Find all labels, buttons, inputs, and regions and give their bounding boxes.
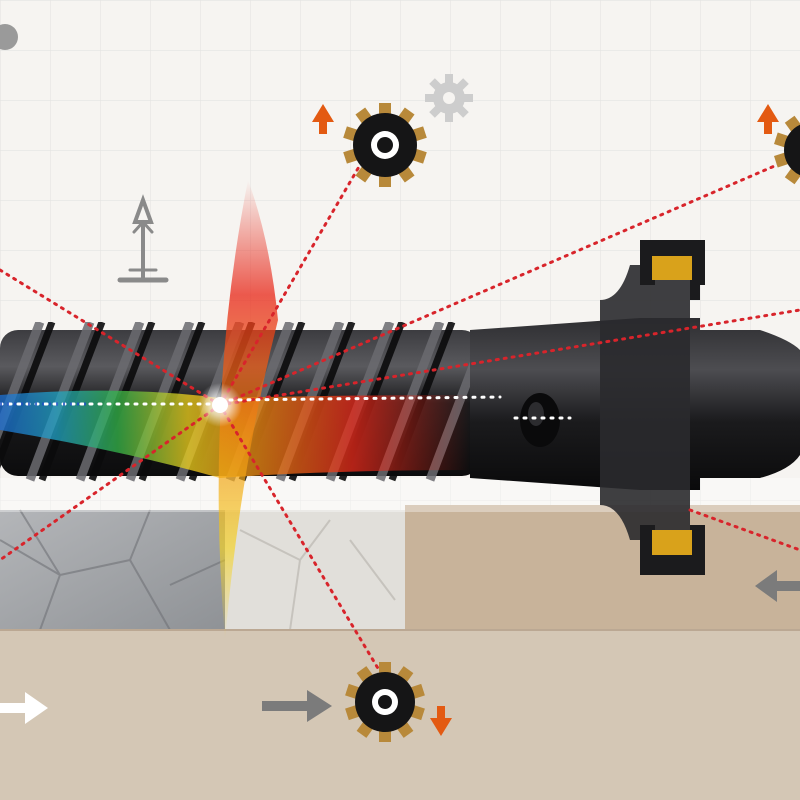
cutter-wheel-icon <box>345 662 425 742</box>
arrow-up-icon <box>312 104 334 134</box>
trajectory-line-bottom-cutter <box>218 403 387 682</box>
arrow-left-icon <box>755 570 800 602</box>
cutter-wheel-icon <box>343 103 427 187</box>
screw-head <box>470 250 800 540</box>
trajectory-line-upper-left <box>0 268 222 407</box>
arrow-right-icon <box>0 692 48 724</box>
sand-layer <box>405 505 800 630</box>
trajectory-line-lower-left <box>0 403 222 562</box>
impact-glow <box>218 180 278 640</box>
record-dot-icon <box>0 24 18 50</box>
orange-arrows <box>312 104 779 736</box>
height-gauge-icon <box>117 194 169 283</box>
ground-layers <box>0 478 800 800</box>
gold-brackets <box>640 240 705 575</box>
arrow-down-icon <box>430 706 452 736</box>
trajectory-line-top-right <box>218 153 800 407</box>
trajectory-line-top-cutter <box>218 163 362 407</box>
bracket-top <box>652 256 692 280</box>
trajectory-line-right <box>218 308 800 407</box>
stone-layer-gray <box>0 510 225 630</box>
gear-icon <box>425 74 473 122</box>
stone-layer-light <box>225 510 405 630</box>
arrow-right-icon <box>262 690 332 722</box>
arrow-up-icon <box>757 104 779 134</box>
trajectory-line-bracket <box>688 508 800 552</box>
trajectory-lines <box>0 153 800 682</box>
bracket-bottom <box>652 530 692 555</box>
burst-icon <box>198 383 242 427</box>
cutter-wheel-icon <box>774 115 800 185</box>
